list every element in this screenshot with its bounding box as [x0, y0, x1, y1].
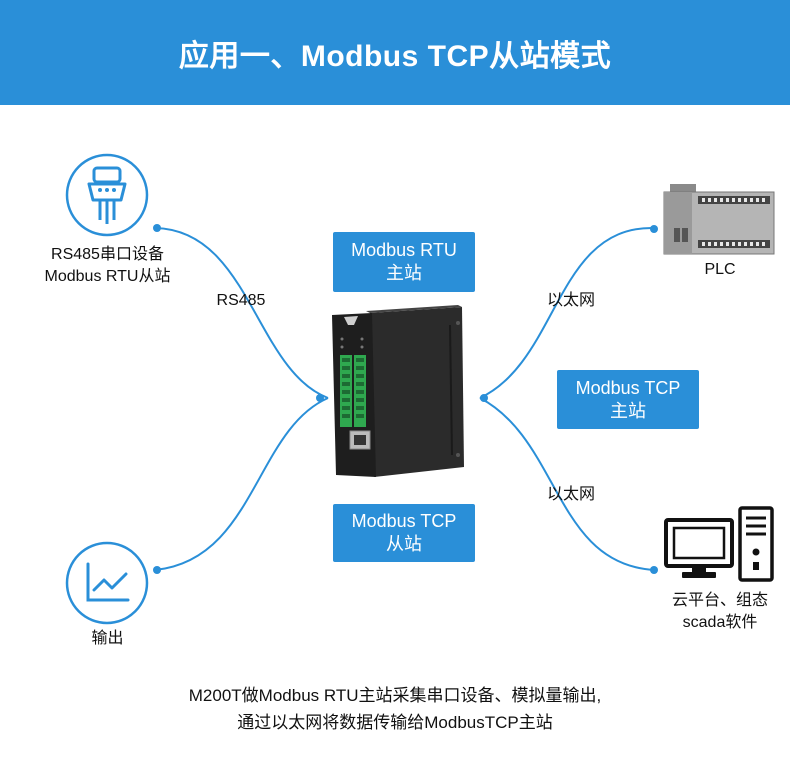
rtu-master-line2: 主站 — [386, 263, 422, 283]
terminal-blocks — [340, 355, 366, 427]
ethernet-link-label-bottom: 以太网 — [546, 486, 595, 503]
tcp-master-line1: Modbus TCP — [575, 377, 681, 398]
computer-label-line2: scada软件 — [682, 614, 758, 631]
serial-device-line1: RS485串口设备 — [51, 246, 164, 263]
line-to-output — [154, 397, 329, 571]
footer-line1: M200T做Modbus RTU主站采集串口设备、模拟量输出, — [188, 686, 602, 705]
rtu-master-box: Modbus RTU 主站 — [333, 232, 475, 292]
serial-device-line2: Modbus RTU从站 — [44, 268, 171, 285]
junction-dot — [316, 394, 324, 402]
io-module-device — [332, 305, 464, 477]
output-label: 输出 — [91, 630, 124, 647]
header-banner: 应用一、Modbus TCP从站模式 — [0, 0, 790, 105]
tcp-slave-box: Modbus TCP 从站 — [333, 504, 475, 562]
rs485-link-label: RS485 — [216, 292, 266, 309]
tcp-master-box: Modbus TCP 主站 — [557, 370, 699, 429]
serial-device-label: RS485串口设备 Modbus RTU从站 — [20, 244, 195, 288]
footer-caption: M200T做Modbus RTU主站采集串口设备、模拟量输出, 通过以太网将数据… — [0, 682, 790, 736]
line-to-plc — [479, 226, 656, 399]
computer-label: 云平台、组态 scada软件 — [660, 590, 780, 634]
tcp-slave-line1: Modbus TCP — [351, 511, 457, 531]
endpoint-dot — [650, 225, 658, 233]
tcp-master-line2: 主站 — [610, 400, 646, 421]
plc-icon — [663, 184, 775, 255]
line-chart-icon — [65, 541, 149, 625]
serial-port-icon — [65, 153, 149, 237]
rtu-master-line1: Modbus RTU — [351, 240, 457, 260]
endpoint-dot — [153, 224, 161, 232]
line-to-computer — [479, 397, 656, 571]
ethernet-link-label-top: 以太网 — [546, 292, 595, 309]
computer-label-line1: 云平台、组态 — [671, 592, 768, 609]
tcp-slave-line2: 从站 — [386, 534, 422, 554]
junction-dot — [480, 394, 488, 402]
page-title: 应用一、Modbus TCP从站模式 — [178, 39, 612, 73]
plc-label: PLC — [704, 261, 736, 278]
line-to-serial-device — [154, 227, 329, 399]
footer-line2: 通过以太网将数据传输给ModbusTCP主站 — [237, 713, 553, 732]
endpoint-dot — [650, 566, 658, 574]
endpoint-dot — [153, 566, 161, 574]
computer-icon — [664, 506, 774, 582]
